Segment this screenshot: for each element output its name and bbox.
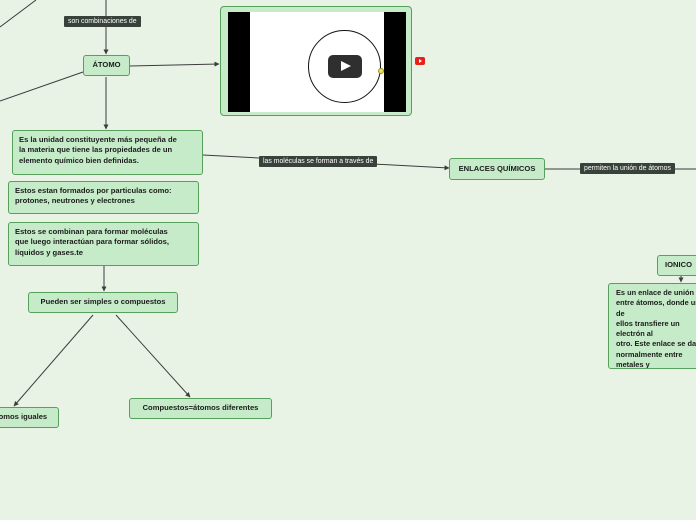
node-enlaces-quimicos[interactable]: ENLACES QUÍMICOS: [449, 158, 545, 180]
node-unidad-constituyente-text: Es la unidad constituyente más pequeña d…: [19, 135, 177, 165]
node-ionico[interactable]: IONICO: [657, 255, 696, 276]
link-offscreen-top-left: [0, 0, 37, 28]
label-son-combinaciones-de[interactable]: son combinaciones de: [64, 16, 141, 27]
node-unidad-constituyente[interactable]: Es la unidad constituyente más pequeña d…: [12, 130, 203, 175]
link-atomo-to-video: [129, 61, 220, 67]
node-compuestos[interactable]: Compuestos=átomos diferentes: [129, 398, 272, 419]
node-compuestos-label: Compuestos=átomos diferentes: [142, 403, 259, 413]
atom-orbit-graphic: [308, 30, 381, 103]
node-atomo-label: ÁTOMO: [92, 60, 121, 70]
node-atomos-iguales[interactable]: átomos iguales: [0, 407, 59, 428]
play-icon[interactable]: [328, 55, 362, 78]
link-simples-to-iguales: [13, 314, 94, 407]
link-simples-to-compuestos: [115, 314, 191, 398]
video-screen: [228, 12, 406, 112]
node-particulas-text: Estos estan formados por particulas como…: [15, 186, 172, 206]
youtube-icon[interactable]: [415, 57, 425, 65]
node-particulas[interactable]: Estos estan formados por particulas como…: [8, 181, 199, 214]
node-se-combinan-text: Estos se combinan para formar moléculas …: [15, 227, 170, 257]
link-offscreen-left: [0, 71, 84, 102]
video-frame: [250, 12, 384, 112]
node-enlaces-quimicos-label: ENLACES QUÍMICOS: [458, 163, 536, 173]
node-atomos-iguales-label: átomos iguales: [0, 412, 48, 422]
node-ionico-description-text: Es un enlace de unión entre átomos, dond…: [616, 288, 696, 369]
electron-dot-graphic: [378, 68, 384, 74]
node-ionico-description[interactable]: Es un enlace de unión entre átomos, dond…: [608, 283, 696, 369]
node-se-combinan[interactable]: Estos se combinan para formar moléculas …: [8, 222, 199, 266]
node-atomo[interactable]: ÁTOMO: [83, 55, 130, 76]
node-ionico-label: IONICO: [665, 260, 693, 270]
label-permiten-union[interactable]: permiten la unión de átomos: [580, 163, 675, 174]
node-simples-o-compuestos[interactable]: Pueden ser simples o compuestos: [28, 292, 178, 313]
label-moleculas-se-forman[interactable]: las moléculas se forman a través de: [259, 156, 378, 167]
video-embed[interactable]: [220, 6, 412, 116]
node-simples-o-compuestos-label: Pueden ser simples o compuestos: [40, 297, 166, 307]
